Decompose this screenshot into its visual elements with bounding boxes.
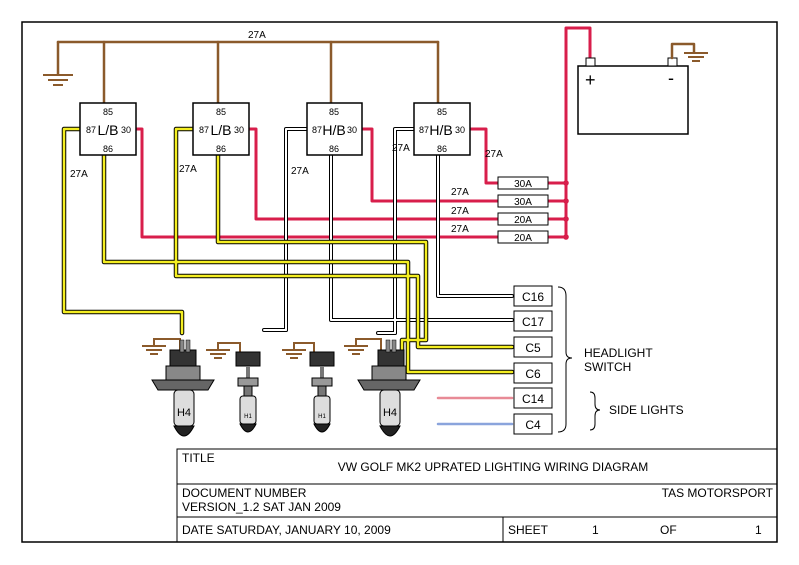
title-label: TITLE	[182, 451, 215, 465]
fuse-2: 30A 27A	[451, 194, 549, 217]
relay-2: 85 87 L/B 30 86	[192, 102, 250, 156]
headlight-switch-label-2: SWITCH	[584, 360, 631, 374]
relay-4: 85 87 H/B 30 86	[413, 102, 471, 156]
title-block	[176, 448, 778, 543]
bulb-4-type: H4	[383, 407, 397, 419]
relay-2-wire-label: 27A	[179, 164, 197, 175]
svg-text:C14: C14	[522, 392, 544, 406]
svg-text:85: 85	[216, 107, 226, 117]
svg-text:C4: C4	[525, 418, 541, 432]
yellow-wires	[61, 126, 515, 375]
sheet-number: 1	[592, 523, 599, 537]
svg-text:27A: 27A	[451, 187, 469, 198]
connector-c16: C16	[513, 285, 553, 307]
svg-text:87: 87	[419, 125, 429, 135]
svg-text:85: 85	[103, 107, 113, 117]
company-name: TAS MOTORSPORT	[662, 486, 774, 500]
svg-text:H/B: H/B	[322, 122, 345, 138]
of-label: OF	[660, 523, 677, 537]
headlight-switch-brace	[557, 286, 573, 433]
red-junction-dots	[563, 180, 569, 240]
connector-c4: C4	[513, 413, 553, 435]
svg-text:27A: 27A	[451, 206, 469, 217]
svg-text:87: 87	[86, 125, 96, 135]
svg-text:30: 30	[347, 125, 357, 135]
h4-bulb-right-icon: H4	[357, 339, 421, 437]
of-number: 1	[755, 523, 762, 537]
svg-text:87: 87	[199, 125, 209, 135]
svg-text:27A: 27A	[451, 224, 469, 235]
date-text: DATE SATURDAY, JANUARY 10, 2009	[182, 523, 391, 537]
h1-bulb-left-icon: H1	[235, 351, 261, 433]
battery-plus: +	[585, 70, 596, 90]
relay-3-wire-label: 27A	[291, 166, 309, 177]
white-wires	[262, 127, 514, 335]
svg-text:C16: C16	[522, 290, 544, 304]
svg-text:C6: C6	[525, 367, 541, 381]
brown-ground-bus	[56, 40, 440, 105]
svg-text:30: 30	[234, 125, 244, 135]
bulb-1-type: H4	[177, 407, 191, 419]
red-feed-wires	[134, 26, 592, 239]
bulb-3-type: H1	[318, 414, 326, 420]
svg-text:87: 87	[312, 125, 322, 135]
connector-c14: C14	[513, 387, 553, 409]
ground-symbol-icon	[43, 74, 73, 86]
fuse-3: 20A 27A	[451, 212, 549, 235]
svg-text:30: 30	[455, 125, 465, 135]
svg-text:C17: C17	[522, 315, 544, 329]
svg-text:30A: 30A	[514, 179, 532, 190]
diagram-title: VW GOLF MK2 UPRATED LIGHTING WIRING DIAG…	[338, 460, 648, 474]
svg-text:85: 85	[437, 107, 447, 117]
svg-text:30: 30	[121, 125, 131, 135]
fuse-4: 20A	[497, 230, 549, 244]
headlight-switch-label-1: HEADLIGHT	[584, 346, 653, 360]
svg-text:H/B: H/B	[429, 122, 452, 138]
battery-ground-icon	[684, 52, 708, 62]
relay-1-wire-label: 27A	[70, 169, 88, 180]
connector-c5: C5	[513, 336, 553, 358]
svg-text:86: 86	[329, 144, 339, 154]
version-text: VERSION_1.2 SAT JAN 2009	[182, 500, 341, 514]
sheet-label: SHEET	[508, 523, 549, 537]
svg-text:86: 86	[216, 144, 226, 154]
document-number-label: DOCUMENT NUMBER	[182, 486, 307, 500]
svg-text:86: 86	[103, 144, 113, 154]
connector-c17: C17	[513, 310, 553, 332]
svg-text:86: 86	[437, 144, 447, 154]
h4-bulb-left-icon: H4	[151, 339, 215, 437]
svg-text:L/B: L/B	[97, 122, 118, 138]
bulb-ground-icons	[142, 345, 368, 359]
relay-4-side-label: 27A	[392, 143, 410, 154]
svg-text:C5: C5	[525, 341, 541, 355]
side-lights-brace	[589, 391, 601, 431]
svg-text:20A: 20A	[514, 233, 532, 244]
svg-text:L/B: L/B	[210, 122, 231, 138]
top-bus-label: 27A	[248, 30, 266, 41]
h1-bulb-right-icon: H1	[309, 351, 335, 433]
relay-3: 85 87 H/B 30 86	[306, 102, 363, 156]
fuse-1: 30A 27A	[451, 176, 549, 198]
connector-c6: C6	[513, 362, 553, 384]
bulb-2-type: H1	[244, 414, 252, 420]
svg-text:20A: 20A	[514, 215, 532, 226]
svg-text:30A: 30A	[514, 197, 532, 208]
svg-text:85: 85	[329, 107, 339, 117]
relay-1: 85 87 L/B 30 86	[79, 102, 137, 156]
battery-icon: + -	[577, 42, 696, 135]
battery-minus: -	[668, 68, 674, 88]
relay-4-wire-label: 27A	[485, 149, 503, 160]
side-lights-label: SIDE LIGHTS	[609, 403, 684, 417]
